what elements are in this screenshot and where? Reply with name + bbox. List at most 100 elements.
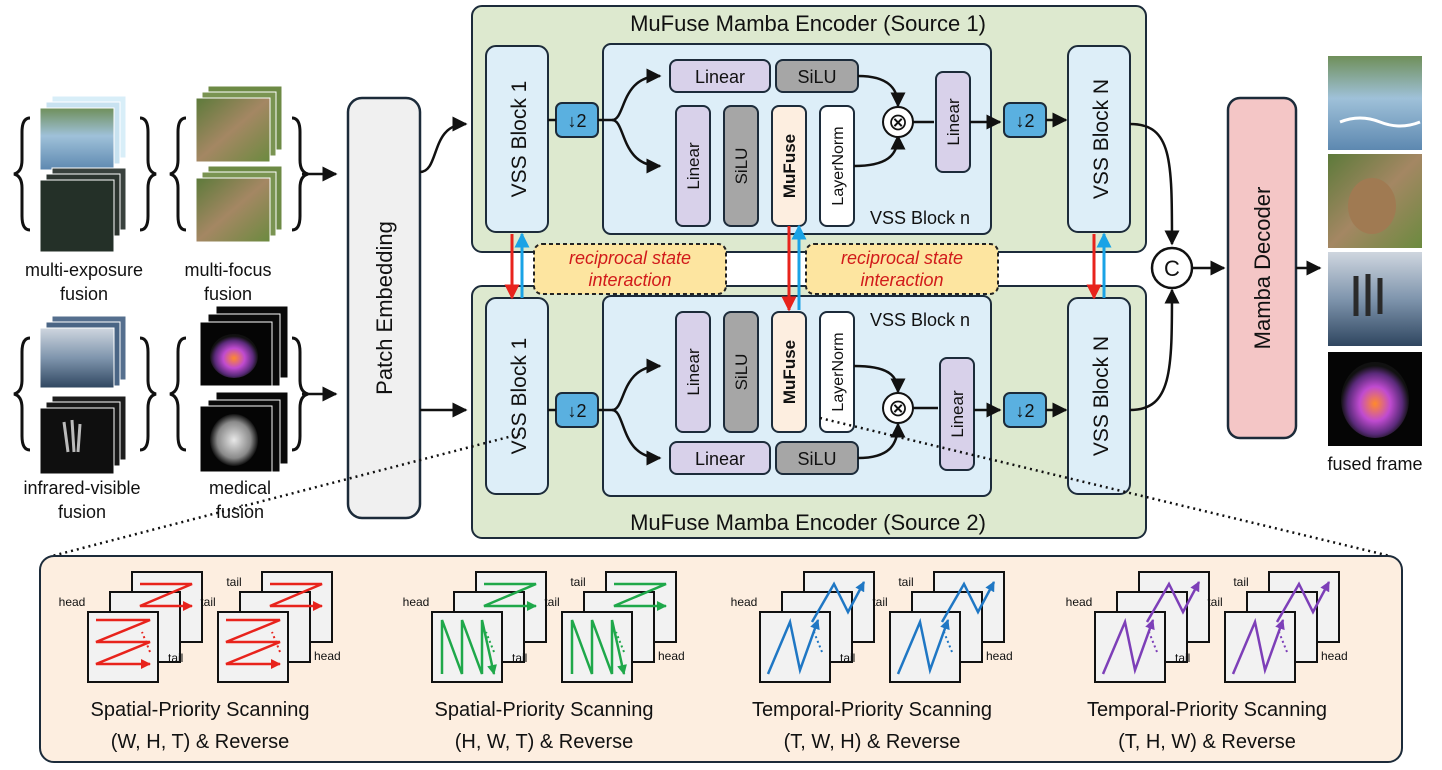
scan-link — [943, 631, 953, 653]
scan-path-back — [1275, 581, 1331, 623]
encoder-source2: MuFuse Mamba Encoder (Source 2) VSS Bloc… — [471, 285, 1147, 539]
scan-path-back — [810, 581, 866, 623]
input-label-0-line2: fusion — [60, 284, 108, 304]
scan-link — [271, 631, 281, 653]
embed-to-source1-arrow — [419, 116, 468, 174]
interaction-right-line1: reciprocal state — [841, 248, 963, 268]
scan-title-line1: Spatial-Priority Scanning — [91, 699, 310, 721]
multi-focus-image-stack — [195, 85, 283, 243]
scan-path — [570, 619, 627, 675]
scan-head-label: head — [1066, 595, 1093, 609]
vss-blockN-bottom-label: VSS Block N — [1090, 336, 1113, 456]
scan-path — [440, 619, 497, 675]
input-label-3-line2: fusion — [216, 502, 264, 522]
input-label-2-line2: fusion — [58, 502, 106, 522]
medical-image-stack — [199, 305, 289, 473]
scan-path-back — [613, 582, 667, 611]
scan-link — [141, 631, 151, 653]
scan-title-line2: (W, H, T) & Reverse — [111, 731, 290, 753]
interaction-left-line1: reciprocal state — [569, 248, 691, 268]
reciprocal-state-interaction: reciprocal state interaction reciprocal … — [504, 224, 1112, 312]
scan-path — [1231, 617, 1285, 675]
scan-path — [95, 618, 151, 669]
mufuse-bottom-v: MuFuse — [780, 340, 799, 404]
scan-title-line1: Temporal-Priority Scanning — [1087, 699, 1327, 721]
scan-link — [615, 631, 625, 653]
vss-blockN-top-label: VSS Block N — [1090, 79, 1113, 199]
scan-tail-label: tail — [1233, 575, 1248, 589]
mufuse-top-v: MuFuse — [780, 134, 799, 198]
scan-title-line2: (T, H, W) & Reverse — [1118, 731, 1296, 753]
interaction-right-line2: interaction — [860, 270, 943, 290]
scan-link — [1148, 631, 1158, 653]
infrared-visible-image-stack — [39, 315, 127, 475]
scan-path — [1101, 617, 1155, 675]
scan-path — [766, 617, 820, 675]
scan-link — [485, 631, 495, 653]
input-label-0-line1: multi-exposure — [25, 260, 143, 280]
vss-inner-bottom-label: VSS Block n — [870, 310, 970, 330]
input-label-1-line2: fusion — [204, 284, 252, 304]
scan-path — [896, 617, 950, 675]
encoder-source1-title: MuFuse Mamba Encoder (Source 1) — [630, 11, 986, 36]
linear-top-h: Linear — [695, 67, 745, 87]
scan-head-label: head — [314, 649, 341, 663]
scan-head-label: head — [731, 595, 758, 609]
silu-bottom-v: SiLU — [732, 354, 751, 391]
scan-tail-label: tail — [200, 595, 215, 609]
scan-title-line2: (T, W, H) & Reverse — [784, 731, 961, 753]
linear-bottom-v: Linear — [684, 348, 703, 396]
scan-path-back — [483, 582, 537, 611]
scan-tail-label: tail — [898, 575, 913, 589]
scan-tail-label: tail — [1207, 595, 1222, 609]
downsample-top-2: ↓2 — [1015, 111, 1034, 131]
fused-output-frames: fused frame — [1327, 56, 1423, 474]
scan-head-label: head — [403, 595, 430, 609]
scan-tail-label: tail — [872, 595, 887, 609]
vss-block1-top-label: VSS Block 1 — [508, 81, 531, 198]
scan-tail-label: tail — [226, 575, 241, 589]
fusion-head: C Mamba Decoder — [1129, 96, 1322, 440]
multi-exposure-image-stack — [39, 95, 127, 253]
scan-head-label: head — [658, 649, 685, 663]
scan-path-back — [1145, 581, 1201, 623]
scan-tail-label-2: tail — [840, 651, 855, 665]
silu-bottom-h: SiLU — [797, 449, 836, 469]
scan-tail-label: tail — [544, 595, 559, 609]
input-label-2-line1: infrared-visible — [23, 478, 140, 498]
scan-path-back — [940, 581, 996, 623]
scan-head-label: head — [59, 595, 86, 609]
scan-frame — [217, 611, 289, 683]
silu-top-v: SiLU — [732, 148, 751, 185]
scan-tail-label-2: tail — [512, 651, 527, 665]
silu-top-h: SiLU — [797, 67, 836, 87]
scan-path-back — [269, 582, 323, 611]
patch-embedding-label: Patch Embedding — [372, 221, 397, 395]
layernorm-top-v: LayerNorm — [830, 126, 847, 205]
scan-tail-label-2: tail — [168, 651, 183, 665]
input-label-1-line1: multi-focus — [184, 260, 271, 280]
downsample-bottom-1: ↓2 — [567, 401, 586, 421]
decoder-label: Mamba Decoder — [1250, 187, 1275, 350]
scan-path — [225, 618, 281, 669]
input-label-3-line1: medical — [209, 478, 271, 498]
zoom-line-left — [51, 432, 521, 558]
scan-title-line1: Temporal-Priority Scanning — [752, 699, 992, 721]
multiply-top: ⊗ — [888, 109, 908, 136]
scan-link — [1278, 631, 1288, 653]
layernorm-bottom-v: LayerNorm — [830, 332, 847, 411]
scan-title-line1: Spatial-Priority Scanning — [435, 699, 654, 721]
encoder-source1: MuFuse Mamba Encoder (Source 1) VSS Bloc… — [471, 5, 1147, 253]
concat-symbol: C — [1164, 256, 1180, 281]
linear-top-v: Linear — [684, 142, 703, 190]
encoder-source2-title: MuFuse Mamba Encoder (Source 2) — [630, 510, 986, 535]
downsample-bottom-2: ↓2 — [1015, 401, 1034, 421]
linear-bottom-out: Linear — [948, 390, 967, 438]
linear-top-out: Linear — [944, 98, 963, 146]
output-label: fused frame — [1327, 454, 1422, 474]
multiply-bottom: ⊗ — [888, 395, 908, 422]
